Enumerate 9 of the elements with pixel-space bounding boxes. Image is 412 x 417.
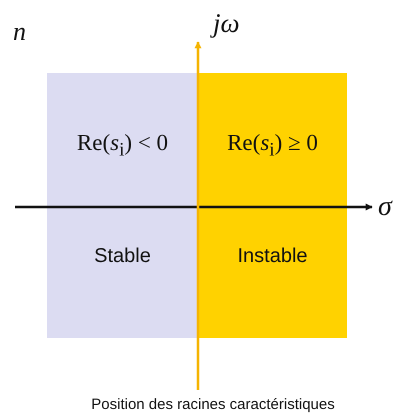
condition-formula: Re(s$_{i}$) < 0 [76, 130, 168, 162]
region-label: Stable [94, 245, 151, 268]
condition-formula: Re(s$_{i}$) ≥ 0 [227, 130, 318, 162]
axis-label: σ [378, 191, 392, 223]
region-panel [198, 73, 347, 338]
region-panel [47, 73, 198, 338]
math-symbol: n [13, 17, 26, 47]
caption: Position des racines caractéristiques [91, 396, 335, 413]
region-label: Instable [237, 245, 308, 268]
